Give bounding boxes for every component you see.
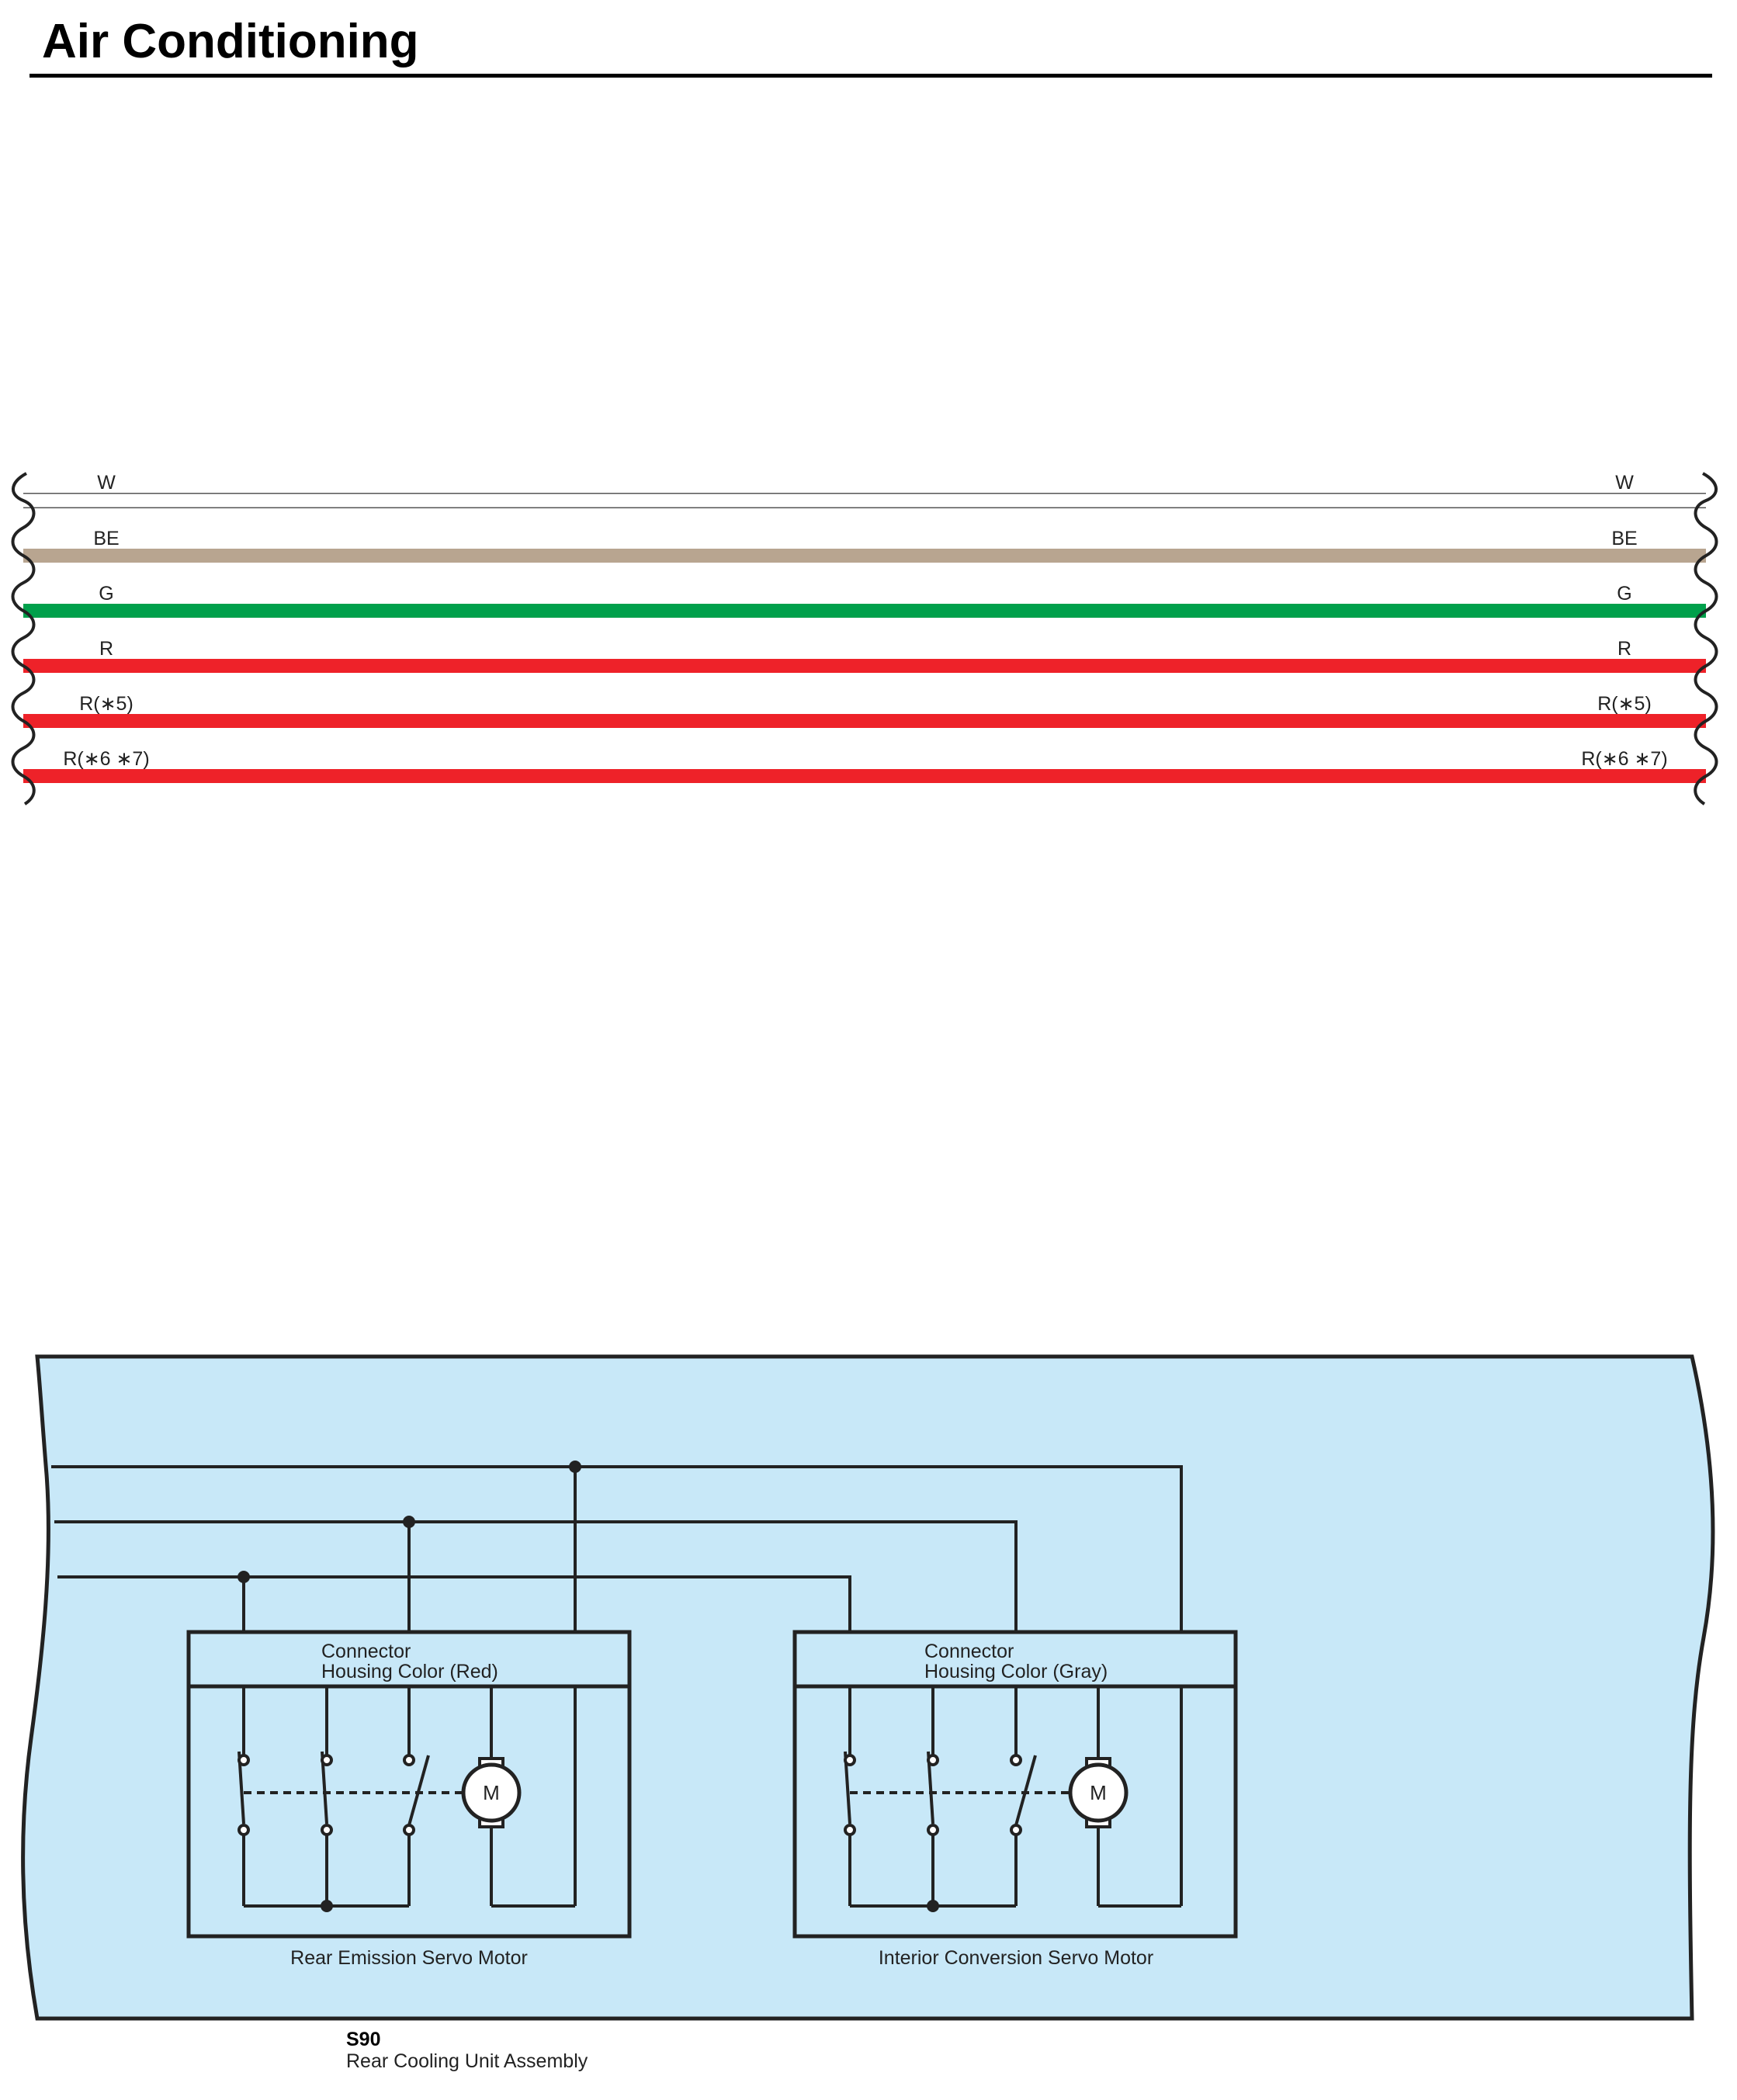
motor-symbol-label: M bbox=[1090, 1781, 1107, 1804]
motor-caption: Rear Emission Servo Motor bbox=[290, 1947, 528, 1969]
wire-r5-label-left: R(∗5) bbox=[79, 693, 133, 715]
motor-symbol: M bbox=[1068, 1757, 1129, 1828]
bus-line-1 bbox=[51, 1465, 1183, 1632]
motor-icon bbox=[461, 1762, 522, 1823]
motor-box bbox=[186, 1630, 632, 1939]
junction-dot bbox=[927, 1900, 939, 1912]
junction-dot bbox=[321, 1900, 333, 1912]
wire-harness: W W BE BE G G R R R(∗5) R(∗5) R(∗6 ∗7) R… bbox=[11, 472, 1718, 806]
motor-symbol: M bbox=[461, 1757, 522, 1828]
wire-be: BE BE bbox=[23, 528, 1706, 563]
junction-dot bbox=[237, 1571, 250, 1583]
wire-r5: R(∗5) R(∗5) bbox=[23, 693, 1706, 728]
wire-r: R R bbox=[23, 638, 1706, 673]
wire-r5-label-right: R(∗5) bbox=[1597, 693, 1652, 715]
motor-icon bbox=[1068, 1762, 1129, 1823]
break-mark-right bbox=[1694, 472, 1718, 806]
motor-box bbox=[792, 1630, 1238, 1939]
wire-g: G G bbox=[23, 583, 1706, 618]
junction-dot bbox=[403, 1516, 415, 1528]
rear-cooling-unit-assembly: Connector Housing Color (Red) bbox=[21, 1354, 1715, 2021]
wire-r67-label-left: R(∗6 ∗7) bbox=[63, 748, 149, 770]
junction-dot bbox=[569, 1461, 581, 1473]
break-mark-left bbox=[11, 472, 36, 806]
wire-r-label-right: R bbox=[1617, 638, 1631, 660]
connector-header-line1: Connector bbox=[924, 1641, 1014, 1662]
connector-header-line2: Housing Color (Red) bbox=[321, 1661, 498, 1682]
wire-be-label-right: BE bbox=[1611, 528, 1637, 549]
wire-g-label-right: G bbox=[1617, 583, 1631, 605]
title-rule bbox=[29, 74, 1712, 78]
assembly-name: Rear Cooling Unit Assembly bbox=[346, 2050, 588, 2072]
wire-w-label-right: W bbox=[1615, 472, 1634, 494]
connector-header-line1: Connector bbox=[321, 1641, 411, 1662]
bus-line-2 bbox=[54, 1520, 1018, 1632]
bus-line-3 bbox=[57, 1575, 851, 1632]
wire-r67: R(∗6 ∗7) R(∗6 ∗7) bbox=[23, 748, 1706, 783]
rear-emission-servo-motor: Connector Housing Color (Red) bbox=[186, 1630, 632, 1969]
connector-header-line2: Housing Color (Gray) bbox=[924, 1661, 1108, 1682]
switch-group bbox=[237, 1686, 577, 1908]
wire-r-label-left: R bbox=[99, 638, 113, 660]
wire-w: W W bbox=[23, 472, 1706, 508]
motor-symbol-label: M bbox=[483, 1781, 500, 1804]
assembly-code: S90 bbox=[346, 2029, 380, 2050]
wire-r67-label-right: R(∗6 ∗7) bbox=[1581, 748, 1667, 770]
wire-g-label-left: G bbox=[99, 583, 113, 605]
wire-w-label-left: W bbox=[97, 472, 116, 494]
motor-caption: Interior Conversion Servo Motor bbox=[879, 1947, 1153, 1969]
page-title: Air Conditioning bbox=[42, 15, 419, 68]
interior-conversion-servo-motor: Connector Housing Color (Gray) bbox=[792, 1630, 1238, 1969]
wire-be-label-left: BE bbox=[93, 528, 119, 549]
